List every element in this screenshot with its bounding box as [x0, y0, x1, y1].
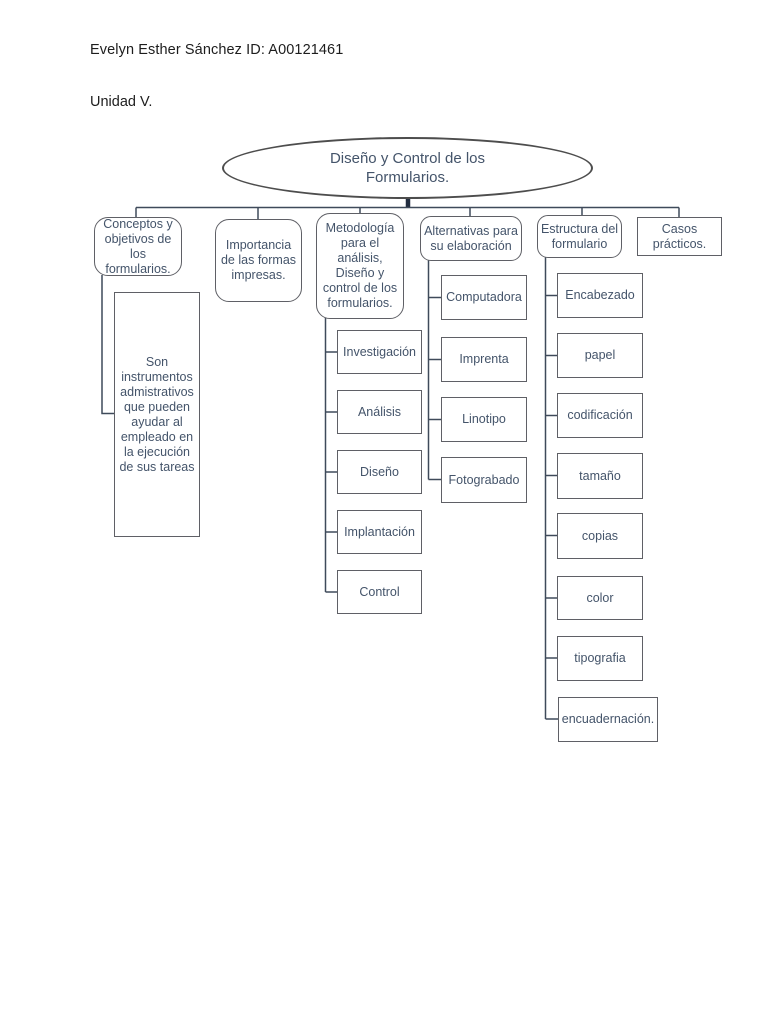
- unit-line: Unidad V.: [90, 94, 153, 110]
- node-encuadernacion: encuadernación.: [558, 697, 658, 742]
- node-importancia: Importancia de las formas impresas.: [215, 219, 302, 302]
- node-papel: papel: [557, 333, 643, 378]
- node-encabezado: Encabezado: [557, 273, 643, 318]
- node-implantacion: Implantación: [337, 510, 422, 554]
- node-son-instrumentos: Son instrumentos admistrativos que puede…: [114, 292, 200, 537]
- alternativas-connectors: [427, 260, 442, 481]
- node-codificacion: codificación: [557, 393, 643, 438]
- node-tipografia: tipografia: [557, 636, 643, 681]
- estructura-connectors: [544, 257, 559, 720]
- node-fotograbado: Fotograbado: [441, 457, 527, 503]
- node-diseno: Diseño: [337, 450, 422, 494]
- node-imprenta: Imprenta: [441, 337, 527, 382]
- node-copias: copias: [557, 513, 643, 559]
- node-casos: Casos prácticos.: [637, 217, 722, 256]
- root-node-label: Diseño y Control de los Formularios.: [329, 149, 486, 187]
- node-alternativas: Alternativas para su elaboración: [420, 216, 522, 261]
- root-node-ellipse: Diseño y Control de los Formularios.: [222, 137, 593, 199]
- node-color: color: [557, 576, 643, 620]
- node-metodologia: Metodología para el análisis, Diseño y c…: [316, 213, 404, 319]
- node-tamano: tamaño: [557, 453, 643, 499]
- node-computadora: Computadora: [441, 275, 527, 320]
- metodologia-connectors: [324, 318, 338, 593]
- node-linotipo: Linotipo: [441, 397, 527, 442]
- node-analisis: Análisis: [337, 390, 422, 434]
- node-conceptos: Conceptos y objetivos de los formularios…: [94, 217, 182, 276]
- node-estructura: Estructura del formulario: [537, 215, 622, 258]
- author-line: Evelyn Esther Sánchez ID: A00121461: [90, 42, 344, 58]
- node-investigacion: Investigación: [337, 330, 422, 374]
- node-control: Control: [337, 570, 422, 614]
- conceptos-connector: [101, 275, 115, 415]
